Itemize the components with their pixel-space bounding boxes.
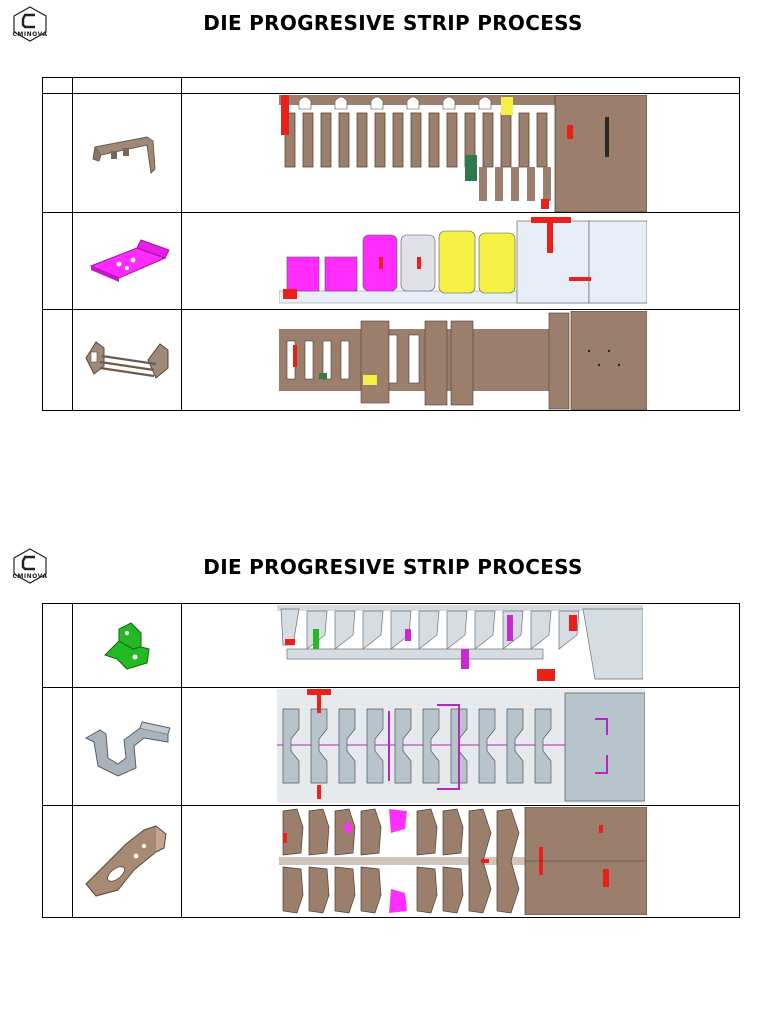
strip-layout-image <box>277 605 643 685</box>
header-cell-strip <box>181 77 740 94</box>
table-row <box>42 687 740 806</box>
page-title: DIE PROGRESIVE STRIP PROCESS <box>203 11 583 35</box>
green-bracket-part-icon <box>104 621 150 670</box>
brand-logo: CMINOVA <box>12 548 48 584</box>
strip-process-table <box>42 77 740 411</box>
strip-layout-image <box>279 311 647 410</box>
row-number-cell <box>42 603 73 688</box>
row-number-cell <box>42 805 73 918</box>
header-cell-no <box>42 77 73 94</box>
brand-logo: CMINOVA <box>12 6 48 42</box>
gusset-part-icon <box>85 824 167 897</box>
table-row <box>42 805 740 918</box>
strip-image-cell <box>181 212 740 310</box>
table-header-row <box>42 77 740 94</box>
row-number-cell <box>42 687 73 806</box>
hook-part-icon <box>84 720 171 777</box>
strip-image-cell <box>181 309 740 411</box>
page-title: DIE PROGRESIVE STRIP PROCESS <box>203 555 583 579</box>
row-number-cell <box>42 93 73 213</box>
brand-name: CMINOVA <box>12 573 48 580</box>
strip-image-cell <box>181 805 740 918</box>
row-number-cell <box>42 309 73 411</box>
table-row <box>42 93 740 213</box>
strip-layout-image <box>279 807 647 915</box>
part-image-cell <box>72 687 182 806</box>
plate-part-icon <box>89 239 169 282</box>
table-row <box>42 309 740 411</box>
part-image-cell <box>72 309 182 411</box>
strip-layout-image <box>279 217 647 306</box>
frame-part-icon <box>85 341 169 379</box>
header-cell-part <box>72 77 182 94</box>
part-image-cell <box>72 212 182 310</box>
part-image-cell <box>72 805 182 918</box>
brand-name: CMINOVA <box>12 31 48 38</box>
part-image-cell <box>72 93 182 213</box>
row-number-cell <box>42 212 73 310</box>
strip-image-cell <box>181 93 740 213</box>
table-row <box>42 603 740 688</box>
part-image-cell <box>72 603 182 688</box>
cminova-logo-icon <box>13 548 47 584</box>
strip-layout-image <box>277 689 645 803</box>
strip-layout-image <box>279 95 647 212</box>
strip-process-table <box>42 603 740 918</box>
table-row <box>42 212 740 310</box>
strip-image-cell <box>181 603 740 688</box>
bracket-part-icon <box>92 136 156 175</box>
cminova-logo-icon <box>13 6 47 42</box>
strip-image-cell <box>181 687 740 806</box>
